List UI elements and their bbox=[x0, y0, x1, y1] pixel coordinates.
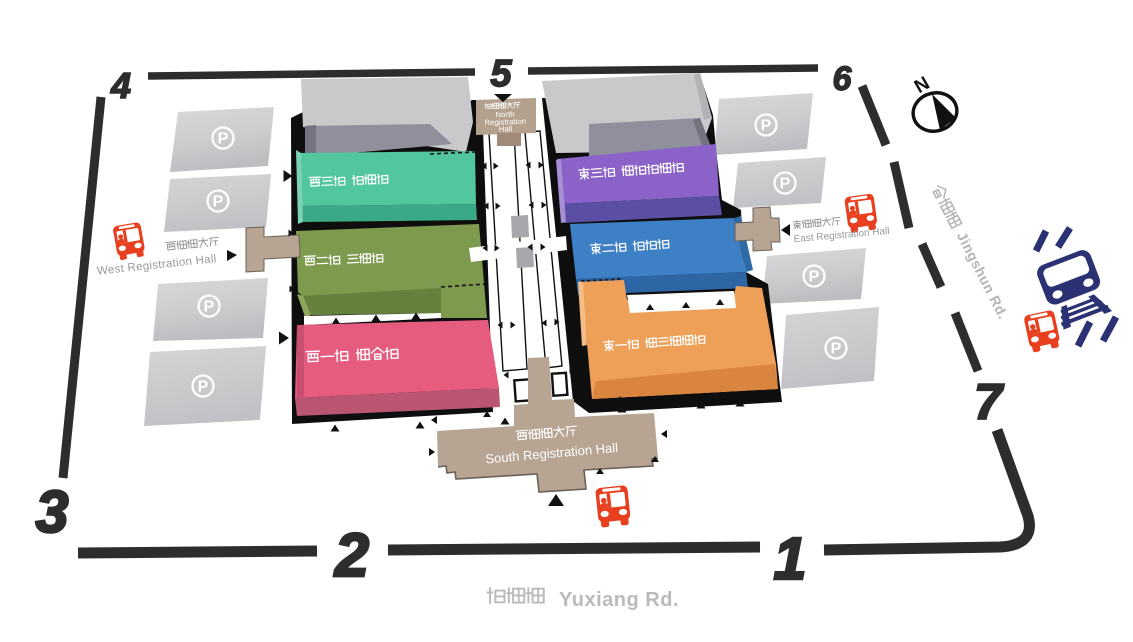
svg-text:Registration: Registration bbox=[484, 117, 526, 127]
svg-text:7: 7 bbox=[974, 374, 1004, 430]
svg-text:P: P bbox=[218, 130, 229, 147]
svg-text:P: P bbox=[809, 268, 820, 285]
svg-text:4: 4 bbox=[110, 65, 131, 106]
svg-text:Hall: Hall bbox=[499, 124, 513, 133]
svg-text:2: 2 bbox=[334, 521, 369, 589]
svg-text:P: P bbox=[831, 340, 842, 357]
svg-text:P: P bbox=[761, 117, 772, 134]
svg-text:5: 5 bbox=[490, 53, 512, 95]
svg-text:1: 1 bbox=[774, 526, 807, 592]
svg-text:6: 6 bbox=[833, 60, 853, 98]
svg-text:P: P bbox=[780, 175, 791, 192]
svg-text:P: P bbox=[204, 298, 215, 315]
svg-text:North: North bbox=[495, 110, 514, 120]
svg-text:3: 3 bbox=[36, 479, 69, 545]
svg-text:P: P bbox=[198, 378, 209, 395]
svg-text:P: P bbox=[213, 193, 224, 210]
svg-text:Yuxiang Rd.: Yuxiang Rd. bbox=[559, 589, 679, 611]
